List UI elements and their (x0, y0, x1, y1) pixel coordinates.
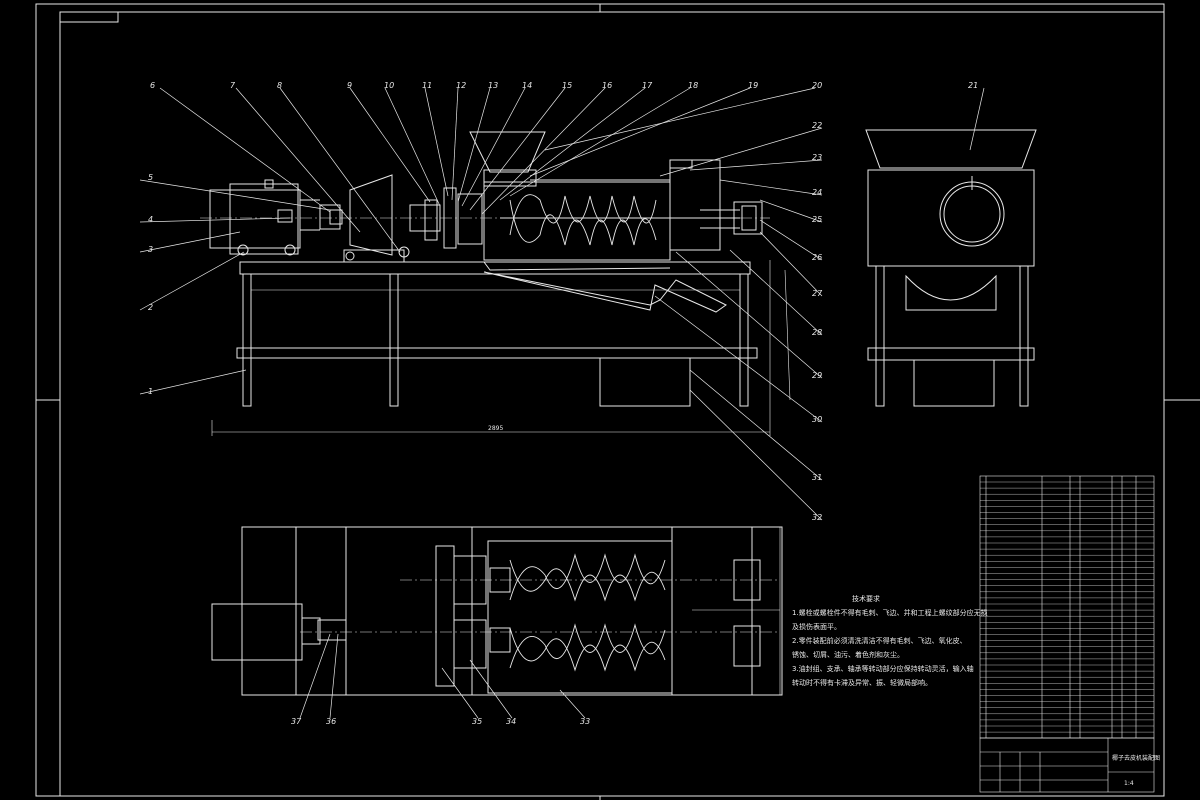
drawing-name: 椰子去皮机装配图 (1112, 754, 1160, 762)
part-balloon-label: 29 (812, 371, 822, 380)
part-balloon-label: 34 (506, 717, 516, 726)
tech-requirements-title: 技术要求 (852, 595, 880, 603)
part-balloon-label: 31 (812, 473, 822, 482)
front-view (200, 131, 791, 436)
part-balloon-label: 8 (277, 81, 282, 90)
part-balloon-label: 6 (150, 81, 155, 90)
overall-dimension: 2895 (488, 425, 503, 432)
top-left-tag-box (59, 11, 119, 23)
side-view (865, 129, 1037, 407)
part-balloon-label: 3 (148, 245, 153, 254)
part-balloon-label: 10 (384, 81, 394, 90)
tech-requirement-line: 锈蚀、切屑、油污、着色剂和灰尘。 (792, 651, 904, 659)
part-balloon-label: 14 (522, 81, 532, 90)
part-balloon-label: 9 (347, 81, 352, 90)
part-balloon-label: 17 (642, 81, 653, 90)
part-balloon-label: 1 (148, 387, 153, 396)
part-balloon-label: 7 (230, 81, 236, 90)
part-balloon-label: 15 (562, 81, 572, 90)
parts-list-table (979, 475, 1155, 739)
part-balloon-label: 26 (812, 253, 822, 262)
top-view (211, 526, 783, 696)
part-balloon-label: 22 (812, 121, 822, 130)
part-balloon-label: 23 (812, 153, 822, 162)
part-balloon-label: 30 (812, 415, 822, 424)
part-balloon-label: 21 (968, 81, 978, 90)
tech-requirement-line: 3.油封组、支承、轴承等转动部分应保持转动灵活，输入轴 (792, 665, 974, 673)
part-balloon-label: 19 (748, 81, 758, 90)
inner-border (59, 11, 1165, 797)
part-balloon-label: 32 (812, 513, 822, 522)
part-balloon-label: 16 (602, 81, 612, 90)
part-balloon-label: 27 (812, 289, 823, 298)
tech-requirement-line: 2.零件装配前必须清洗清洁不得有毛刺、飞边、氧化皮、 (792, 637, 967, 645)
tech-requirement-line: 1.螺栓或螺栓件不得有毛刺、飞边、并和工程上螺纹部分应无损 (792, 609, 988, 617)
tech-requirement-line: 转动时不得有卡滞及异常、振、轻微局部响。 (792, 679, 932, 687)
tech-requirement-line: 及损伤表面平。 (792, 623, 841, 631)
part-balloon-label: 2 (148, 303, 153, 312)
part-balloon-label: 18 (688, 81, 698, 90)
leader-lines (139, 87, 985, 521)
part-balloon-label: 12 (456, 81, 466, 90)
drawing-scale: 1:4 (1124, 780, 1134, 787)
part-balloon-label: 28 (812, 328, 822, 337)
part-balloon-label: 24 (812, 188, 822, 197)
part-balloon-label: 5 (148, 173, 153, 182)
part-balloon-label: 13 (488, 81, 498, 90)
part-balloon-label: 35 (472, 717, 482, 726)
title-block (979, 737, 1155, 793)
part-balloon-label: 4 (148, 215, 153, 224)
part-balloon-label: 11 (422, 81, 432, 90)
part-balloon-label: 33 (580, 717, 590, 726)
part-balloon-label: 20 (812, 81, 822, 90)
part-balloon-label: 25 (812, 215, 822, 224)
part-balloon-label: 37 (291, 717, 302, 726)
part-balloon-label: 36 (326, 717, 336, 726)
